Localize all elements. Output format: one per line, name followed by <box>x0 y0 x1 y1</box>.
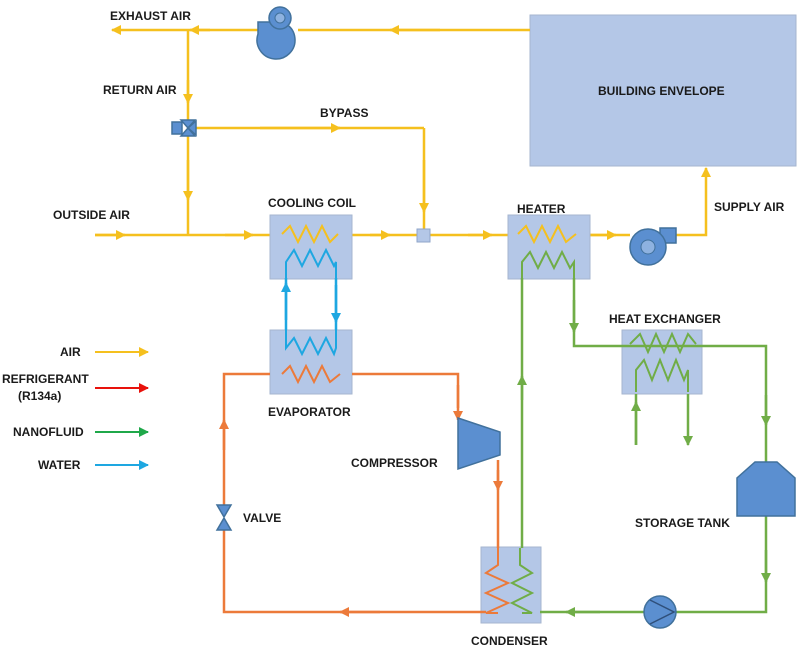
valve-icon <box>215 504 233 531</box>
evaporator-label: EVAPORATOR <box>268 405 351 419</box>
building-envelope-box <box>529 14 797 167</box>
fan-icon <box>629 227 677 266</box>
building-envelope-label: BUILDING ENVELOPE <box>598 84 725 98</box>
water-lines <box>281 278 341 330</box>
mixing-box <box>416 228 431 243</box>
storage-tank-label: STORAGE TANK <box>635 516 730 530</box>
legend-refrigerant-label: REFRIGERANT <box>2 372 89 386</box>
heater-box <box>507 214 591 280</box>
cooling-coil-box <box>269 214 353 280</box>
air-lines <box>95 25 711 240</box>
evaporator-refrigerant-coil <box>281 363 341 385</box>
bypass-label: BYPASS <box>320 106 368 120</box>
heater-air-coil <box>517 223 577 245</box>
heater-label: HEATER <box>517 202 566 216</box>
cooling-coil-water-coil <box>285 247 337 278</box>
outside-air-label: OUTSIDE AIR <box>53 208 130 222</box>
compressor-label: COMPRESSOR <box>351 456 438 470</box>
cooling-coil-label: COOLING COIL <box>268 196 356 210</box>
heat-exchanger-coil-2 <box>635 357 689 392</box>
heat-exchanger-label: HEAT EXCHANGER <box>609 312 721 326</box>
exhaust-air-label: EXHAUST AIR <box>110 9 191 23</box>
three-way-valve-icon <box>171 119 197 137</box>
supply-air-label: SUPPLY AIR <box>714 200 785 214</box>
legend-refrigerant-sublabel: (R134a) <box>18 389 61 403</box>
pump-icon <box>643 595 677 629</box>
cooling-coil-air-coil <box>281 223 339 245</box>
valve-label: VALVE <box>243 511 281 525</box>
condenser-label: CONDENSER <box>471 634 548 648</box>
legend-air-label: AIR <box>60 345 81 359</box>
condenser-refrigerant-coil <box>483 548 511 614</box>
legend: AIR REFRIGERANT (R134a) NANOFLUID WATER <box>2 345 149 472</box>
evaporator-water-coil <box>285 330 337 357</box>
return-air-label: RETURN AIR <box>103 83 177 97</box>
condenser-nanofluid-coil <box>509 548 535 614</box>
fan-icon <box>256 6 296 60</box>
heat-exchanger-coil-1 <box>629 331 697 355</box>
nanofluid-lines <box>517 278 771 617</box>
refrigerant-lines <box>219 372 503 617</box>
heater-nanofluid-coil <box>521 249 575 278</box>
compressor-icon <box>457 416 501 471</box>
legend-nanofluid-label: NANOFLUID <box>13 425 84 439</box>
storage-tank-icon <box>736 461 796 517</box>
legend-water-label: WATER <box>38 458 81 472</box>
